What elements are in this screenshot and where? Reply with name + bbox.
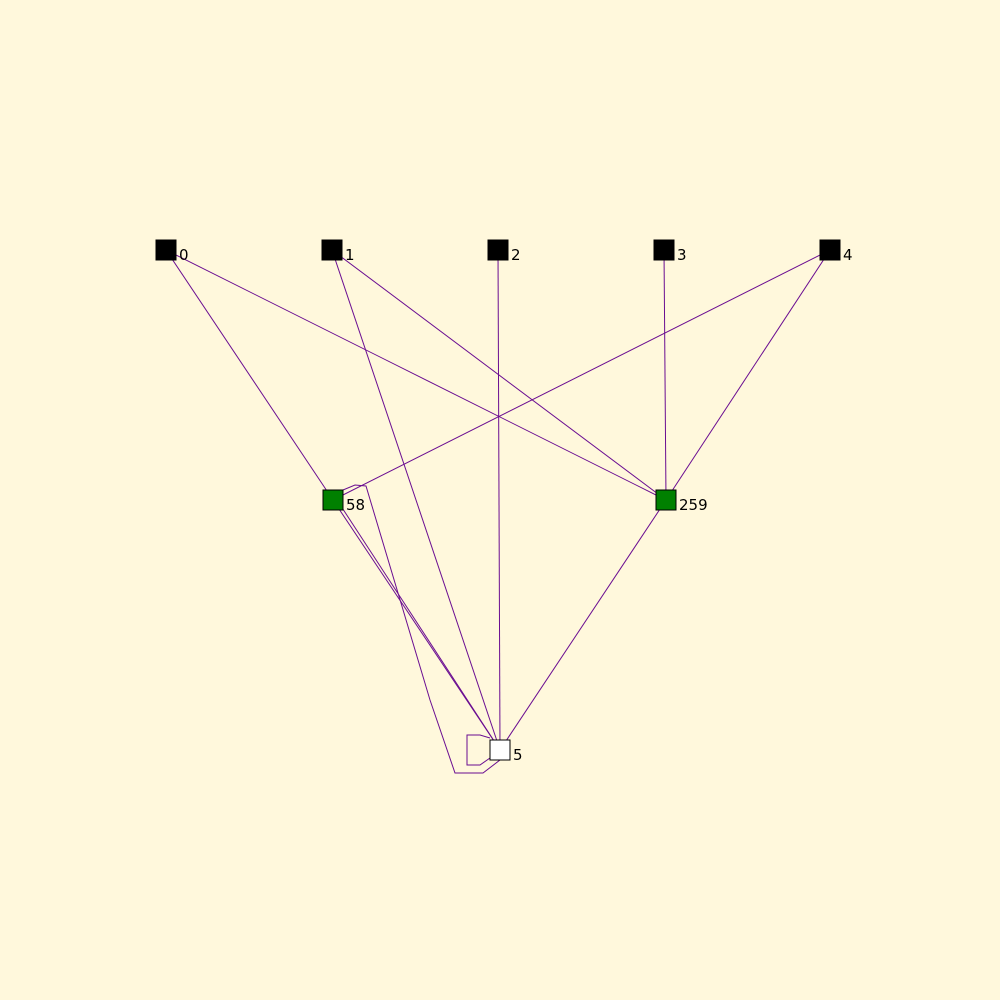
edge-2-5 bbox=[497, 249, 501, 751]
node-5-label: 5 bbox=[513, 746, 523, 764]
edge-58-5 bbox=[336, 499, 501, 751]
edge-5-5 bbox=[466, 734, 491, 766]
edge-4-58 bbox=[332, 249, 831, 501]
node-4[interactable]: 4 bbox=[819, 239, 853, 264]
node-1[interactable]: 1 bbox=[321, 239, 355, 264]
node-layer: 0 1 2 3 4 58 259 5 bbox=[155, 239, 853, 764]
node-0-label: 0 bbox=[179, 246, 189, 264]
node-1-box[interactable] bbox=[321, 239, 343, 261]
node-1-label: 1 bbox=[345, 246, 355, 264]
node-5-box[interactable] bbox=[489, 739, 511, 761]
edge-259-5 bbox=[499, 499, 667, 751]
node-58-label: 58 bbox=[346, 496, 365, 514]
node-0[interactable]: 0 bbox=[155, 239, 189, 264]
node-259[interactable]: 259 bbox=[655, 489, 708, 514]
node-3-box[interactable] bbox=[653, 239, 675, 261]
node-4-box[interactable] bbox=[819, 239, 841, 261]
node-3-label: 3 bbox=[677, 246, 687, 264]
edge-0-259 bbox=[165, 249, 667, 501]
node-2[interactable]: 2 bbox=[487, 239, 521, 264]
edge-1-5 bbox=[331, 249, 501, 751]
edge-3-259 bbox=[663, 249, 667, 501]
edge-layer bbox=[165, 249, 831, 774]
edge-58-5 bbox=[342, 484, 501, 774]
node-58-box[interactable] bbox=[322, 489, 344, 511]
node-0-box[interactable] bbox=[155, 239, 177, 261]
node-2-label: 2 bbox=[511, 246, 521, 264]
node-4-label: 4 bbox=[843, 246, 853, 264]
node-2-box[interactable] bbox=[487, 239, 509, 261]
node-5[interactable]: 5 bbox=[489, 739, 523, 764]
edge-58-5 bbox=[332, 499, 501, 751]
node-259-label: 259 bbox=[679, 496, 708, 514]
node-3[interactable]: 3 bbox=[653, 239, 687, 264]
node-259-box[interactable] bbox=[655, 489, 677, 511]
edge-0-58 bbox=[165, 249, 334, 501]
edge-4-259 bbox=[665, 249, 831, 501]
node-58[interactable]: 58 bbox=[322, 489, 365, 514]
